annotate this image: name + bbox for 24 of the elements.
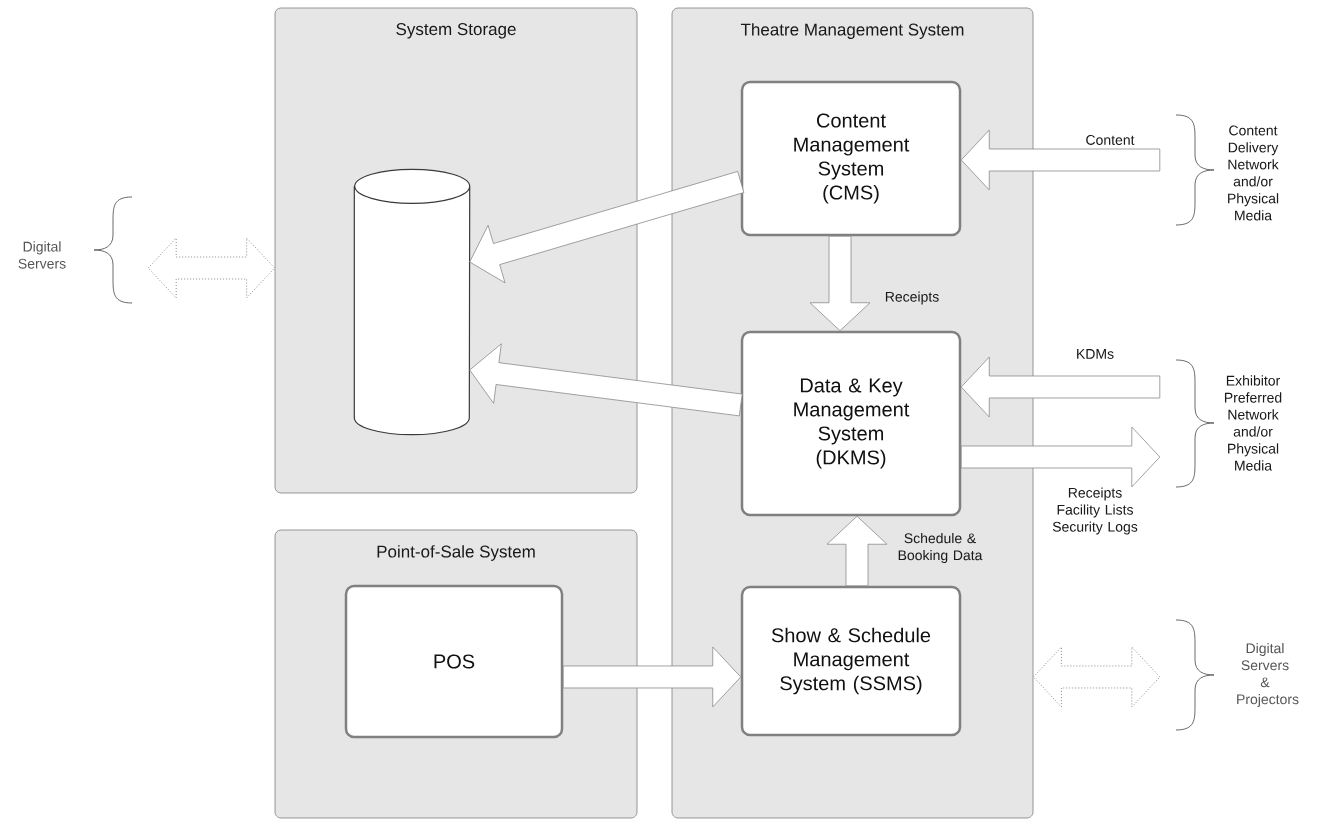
edge-label: KDMs bbox=[1077, 349, 1114, 359]
system-box: Content Management System (CMS) bbox=[740, 80, 962, 237]
block-arrow bbox=[562, 646, 742, 708]
source-label: Exhibitor Preferred Network and/or Physical Media bbox=[1224, 375, 1282, 471]
source-label: Content Delivery Network and/or Physical Media bbox=[1228, 125, 1279, 221]
block-arrow bbox=[960, 356, 1161, 418]
dotted-block-arrow bbox=[1032, 646, 1161, 708]
system-box: Data & Key Management System (DKMS) bbox=[740, 330, 962, 517]
block-arrow bbox=[809, 235, 871, 332]
system-box: Show & Schedule Management System (SSMS) bbox=[740, 585, 962, 737]
dotted-block-arrow bbox=[147, 237, 276, 299]
block-arrow bbox=[826, 515, 888, 587]
edge-label: Content bbox=[1086, 135, 1135, 145]
block-arrow bbox=[960, 426, 1161, 488]
edge-label: Schedule & Booking Data bbox=[898, 532, 983, 563]
edge-label: Receipts bbox=[885, 291, 939, 305]
system-box: POS bbox=[344, 584, 564, 739]
source-label: Digital Servers & Projectors bbox=[1237, 642, 1299, 707]
block-arrow bbox=[469, 171, 745, 284]
edge-label: Receipts Facility Lists Security Logs bbox=[1052, 487, 1138, 535]
database-cylinder bbox=[353, 168, 471, 436]
block-arrow bbox=[469, 343, 743, 417]
block-arrow bbox=[960, 129, 1161, 191]
source-label: Digital Servers bbox=[18, 241, 66, 269]
